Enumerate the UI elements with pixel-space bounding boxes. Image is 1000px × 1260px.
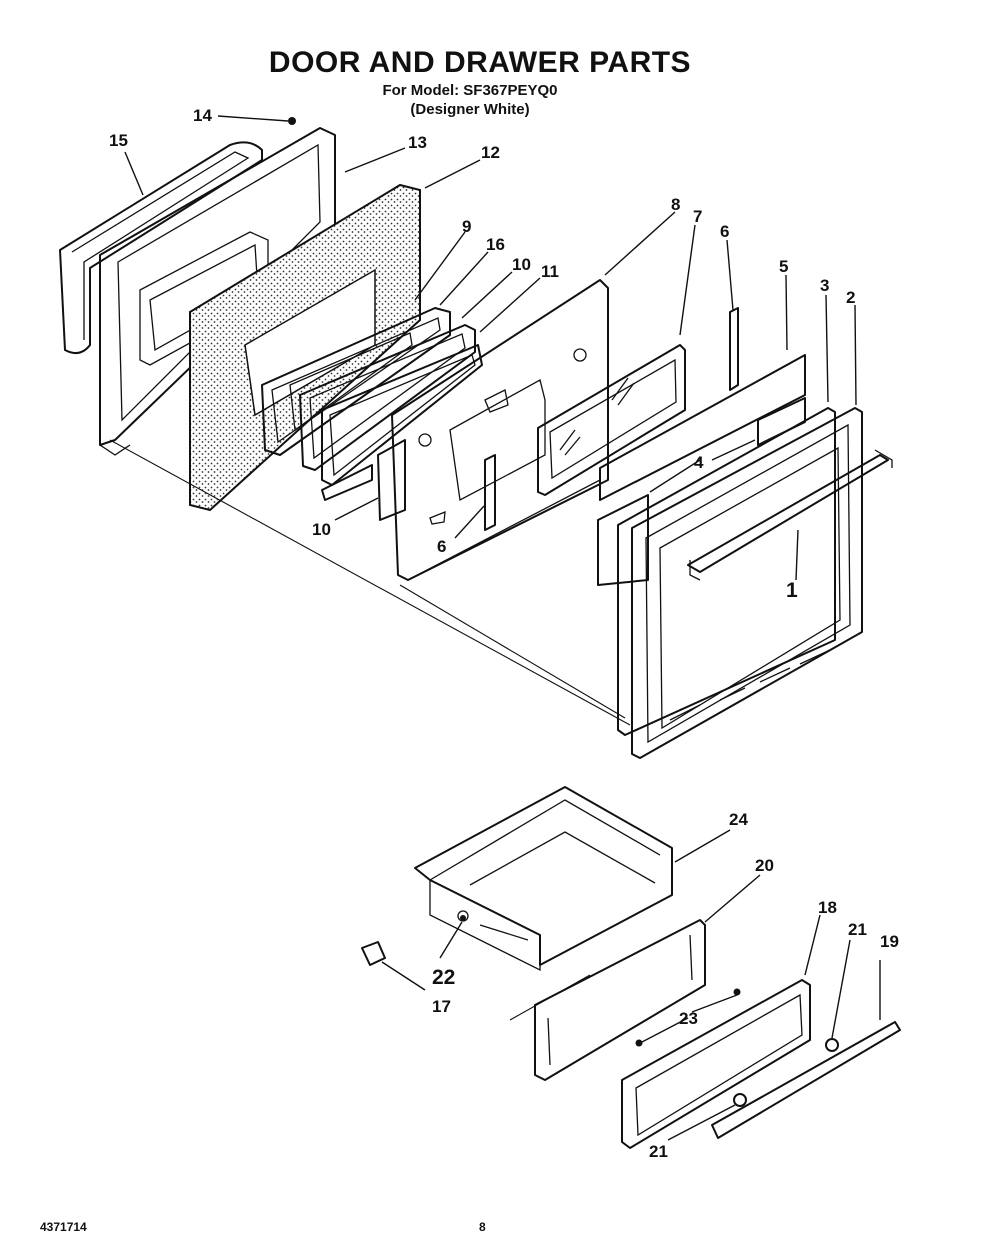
part-22-roller	[460, 915, 466, 921]
part-1-door-handle	[687, 449, 893, 581]
callout-14: 14	[193, 106, 212, 125]
part-10-window-pack	[321, 344, 483, 486]
callout-23: 23	[679, 1009, 698, 1028]
callout-19: 19	[880, 932, 899, 951]
part-2-outer-door	[631, 407, 863, 759]
part-19-drawer-trim	[711, 1021, 901, 1139]
callout-9: 9	[462, 217, 471, 236]
callout-10-upper: 10	[512, 255, 531, 274]
part-15-door-gasket	[59, 141, 263, 355]
callout-21-lower: 21	[649, 1142, 668, 1161]
document-number: 4371714	[40, 1220, 87, 1234]
callout-4: 4	[694, 453, 704, 472]
part-9-window-frame	[261, 307, 451, 456]
callout-3: 3	[820, 276, 829, 295]
door-reference-lines	[109, 439, 631, 726]
part-3-outer-glass	[617, 407, 836, 736]
callout-1: 1	[786, 579, 798, 602]
callout-13: 13	[408, 133, 427, 152]
part-10-glass-pane	[377, 439, 406, 521]
callout-16: 16	[486, 235, 505, 254]
callout-24: 24	[729, 810, 748, 829]
part-6-hinge-lower	[484, 454, 496, 531]
part-18-drawer-front	[621, 979, 811, 1149]
part-5-spacer	[599, 354, 806, 501]
callout-10-lower: 10	[312, 520, 331, 539]
part-11-window-bracket	[321, 464, 373, 501]
callout-22: 22	[432, 966, 455, 989]
part-6-hinge-upper	[729, 307, 739, 391]
callout-18: 18	[818, 898, 837, 917]
callout-5: 5	[779, 257, 788, 276]
part-14-screw	[288, 117, 296, 125]
callout-20: 20	[755, 856, 774, 875]
part-21-nut-upper	[825, 1038, 839, 1052]
callout-12: 12	[481, 143, 500, 162]
part-7-door-glass	[537, 344, 686, 496]
model-line: For Model: SF367PEYQ0	[382, 82, 558, 99]
part-4-gasket-strips	[597, 397, 806, 586]
part-24-drawer-body	[414, 786, 673, 972]
callout-6-upper: 6	[720, 222, 729, 241]
part-16-window-glass	[299, 324, 476, 471]
callout-labels: 14 15 13 12 9 16 10 11 8 7 6 5 3 2 4 1 1…	[109, 106, 899, 1161]
callout-21-upper: 21	[848, 920, 867, 939]
callout-15: 15	[109, 131, 128, 150]
callout-11: 11	[541, 262, 559, 281]
callout-6-lower: 6	[437, 537, 446, 556]
part-12-insulation	[189, 183, 421, 512]
callout-8: 8	[671, 195, 680, 214]
callout-17: 17	[432, 997, 451, 1016]
part-21-nut-lower	[733, 1093, 747, 1107]
part-20-drawer-panel	[509, 919, 706, 1081]
callout-2: 2	[846, 288, 855, 307]
page-number: 8	[479, 1220, 486, 1234]
color-line: (Designer White)	[410, 101, 530, 118]
part-8-door-baffle	[391, 279, 609, 581]
callout-7: 7	[693, 207, 702, 226]
diagram-title: DOOR AND DRAWER PARTS	[268, 46, 692, 79]
leader-lines	[124, 115, 881, 1141]
part-17-glide	[361, 941, 386, 966]
part-23-screws	[635, 988, 741, 1047]
